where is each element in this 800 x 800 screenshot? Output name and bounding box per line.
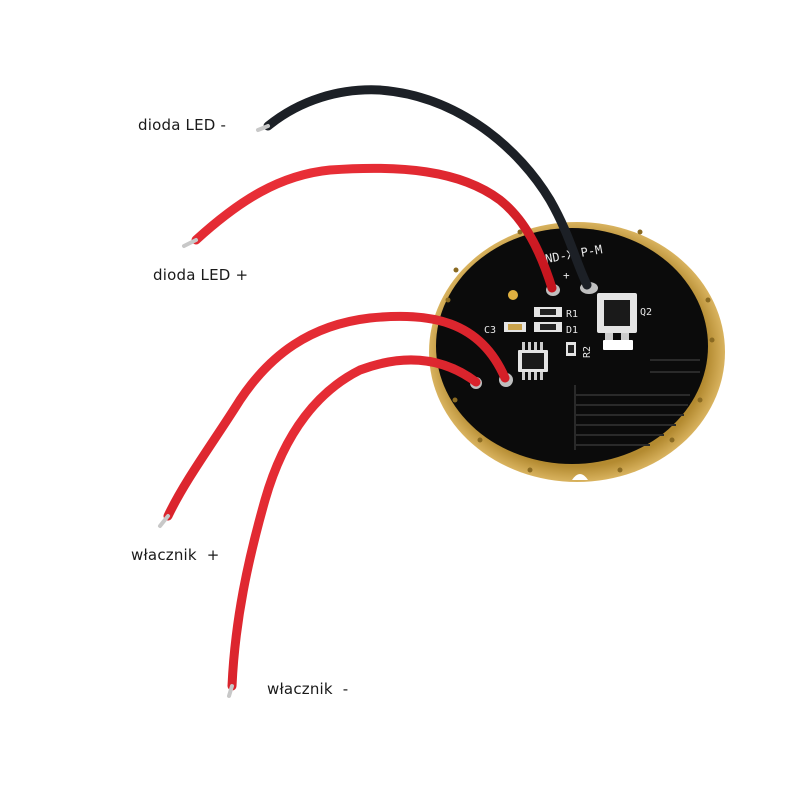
wire-led-minus-tip — [256, 124, 270, 132]
wires — [158, 85, 592, 698]
pcb-notch — [572, 474, 588, 480]
wire-switch-plus — [163, 311, 510, 521]
ic-chip — [518, 342, 548, 380]
label-led-plus: dioda LED + — [153, 266, 249, 284]
label-switch-minus: włacznik - — [267, 680, 349, 698]
pad-plus-mark: + — [563, 269, 570, 282]
ref-d1: D1 — [566, 325, 578, 336]
ref-r1: R1 — [566, 309, 578, 320]
test-point — [508, 290, 518, 300]
ref-c3: C3 — [484, 325, 496, 336]
label-led-minus: dioda LED - — [138, 116, 227, 134]
smd-components — [504, 307, 576, 356]
wire-switch-plus-tip — [158, 514, 170, 528]
label-switch-plus: włacznik + — [131, 546, 220, 564]
mosfet-q2 — [597, 293, 637, 350]
copper-traces — [574, 359, 700, 450]
wire-led-plus — [191, 163, 557, 293]
wire-led-plus-tip — [182, 238, 198, 248]
wire-switch-minus — [227, 355, 481, 691]
wire-led-minus — [263, 85, 592, 290]
pcb-board: ND-X P-M + - Q2 — [429, 222, 725, 482]
ref-q2: Q2 — [640, 307, 652, 318]
ref-r2: R2 — [582, 346, 593, 358]
rim-dots — [445, 229, 715, 473]
wire-switch-minus-tip — [227, 684, 234, 698]
